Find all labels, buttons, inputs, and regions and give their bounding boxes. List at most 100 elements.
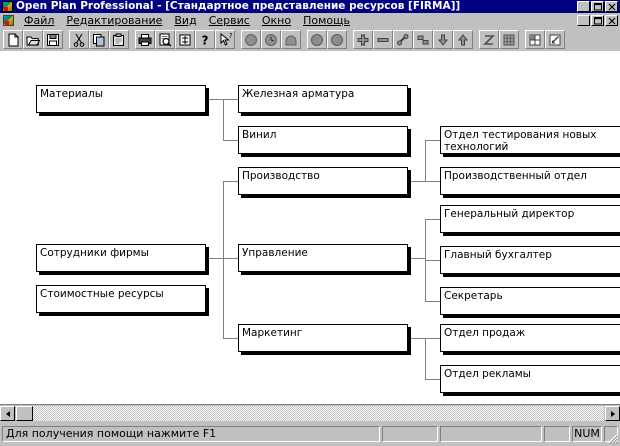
scrollbar-thumb[interactable] [16, 406, 33, 421]
restore-icon [593, 2, 602, 10]
diagram-canvas[interactable]: Материалы Железная арматура Винил Произв… [0, 52, 620, 404]
edge-to-otdel-test [425, 140, 440, 141]
edge-materialy-trunk [223, 99, 224, 140]
mdi-close-button[interactable] [605, 15, 618, 26]
node-gen-director[interactable]: Генеральный директор [440, 205, 620, 233]
add-button[interactable] [353, 30, 373, 49]
edge-to-gl-buhgalter [425, 260, 440, 261]
node-materialy[interactable]: Материалы [36, 85, 206, 113]
status-panel-4 [544, 426, 570, 442]
move-up-button[interactable] [453, 30, 473, 49]
window-resize-button[interactable] [545, 30, 565, 49]
step-icon [417, 35, 429, 44]
node-label: Производственный отдел [444, 170, 587, 182]
document-icon[interactable] [3, 15, 14, 26]
mdi-restore-icon [593, 16, 602, 24]
edge-sotrudniki-trunk [223, 181, 224, 338]
status-panel-3 [440, 426, 542, 442]
move-down-button[interactable] [433, 30, 453, 49]
circle-resource-icon [245, 33, 257, 46]
menu-bar: Файл Редактирование Вид Сервис Окно Помо… [0, 13, 620, 28]
close-button[interactable] [605, 1, 618, 12]
node-upravlenie[interactable]: Управление [238, 244, 408, 272]
edge-proizvodstvo-stub [408, 181, 426, 182]
print-button[interactable] [135, 30, 155, 49]
node-label: Отдел рекламы [444, 368, 531, 380]
resource-filled-button[interactable] [307, 30, 327, 49]
menu-item-service[interactable]: Сервис [203, 13, 256, 28]
help-arrow-icon: ? [220, 32, 232, 46]
scrollbar-track[interactable] [16, 406, 604, 421]
window-split-button[interactable] [525, 30, 545, 49]
help-question-button[interactable]: ? [195, 30, 215, 49]
node-otdel-test[interactable]: Отдел тестирования новых технологий [440, 126, 620, 154]
scroll-right-button[interactable] [605, 406, 620, 421]
edge-upravlenie-stub [408, 258, 426, 259]
node-label: Отдел тестирования новых технологий [444, 129, 597, 153]
node-vinil[interactable]: Винил [238, 126, 408, 154]
cut-button[interactable] [69, 30, 89, 49]
menu-item-file-label: Файл [24, 14, 55, 27]
node-otdel-prodazh[interactable]: Отдел продаж [440, 324, 620, 352]
menu-item-help-label: Помощь [303, 14, 350, 27]
node-sotrudniki[interactable]: Сотрудники фирмы [36, 244, 206, 272]
help-arrow-button[interactable]: ? [215, 30, 235, 49]
menu-item-help[interactable]: Помощь [297, 13, 356, 28]
copy-icon [93, 33, 105, 46]
window-title: Open Plan Professional - [Стандартное пр… [16, 0, 461, 12]
edge-to-marketing [223, 338, 238, 339]
copy-button[interactable] [89, 30, 109, 49]
mdi-restore-button[interactable] [591, 15, 604, 26]
menu-item-edit[interactable]: Редактирование [60, 13, 168, 28]
new-file-button[interactable] [3, 30, 23, 49]
resource-clock-button[interactable] [261, 30, 281, 49]
scroll-right-icon [610, 410, 615, 417]
resource-shape-button[interactable] [281, 30, 301, 49]
minimize-button[interactable]: _ [577, 1, 590, 12]
node-label: Управление [242, 247, 308, 259]
resize-grip-icon[interactable] [605, 431, 619, 445]
resource-filled2-button[interactable] [327, 30, 347, 49]
horizontal-scrollbar[interactable] [0, 404, 620, 421]
toolbar: ? ? [0, 28, 620, 52]
scroll-left-button[interactable] [0, 406, 15, 421]
node-marketing[interactable]: Маркетинг [238, 324, 408, 352]
node-proizvodstvo[interactable]: Производство [238, 167, 408, 195]
sort-button[interactable] [175, 30, 195, 49]
circle-filled-icon [311, 33, 323, 46]
arrow-up-icon [457, 33, 469, 45]
menu-item-file[interactable]: Файл [18, 13, 60, 28]
node-label: Железная арматура [242, 88, 355, 100]
node-stoimostnye[interactable]: Стоимостные ресурсы [36, 285, 206, 313]
edge-to-proizvodstvo [223, 181, 238, 182]
restore-button[interactable] [591, 1, 604, 12]
paste-button[interactable] [109, 30, 129, 49]
edge-to-proizv-otdel [425, 181, 440, 182]
save-button[interactable] [43, 30, 63, 49]
menu-item-service-label: Сервис [208, 14, 250, 27]
mdi-minimize-button[interactable]: _ [577, 15, 590, 26]
menu-item-view[interactable]: Вид [168, 13, 202, 28]
grid-button[interactable] [499, 30, 519, 49]
zigzag-icon [483, 34, 495, 45]
node-otdel-reklamy[interactable]: Отдел рекламы [440, 365, 620, 393]
node-proizv-otdel[interactable]: Производственный отдел [440, 167, 620, 195]
print-icon [138, 33, 152, 46]
svg-text:?: ? [229, 33, 232, 40]
node-gl-buhgalter[interactable]: Главный бухгалтер [440, 246, 620, 274]
open-folder-button[interactable] [23, 30, 43, 49]
step-button[interactable] [413, 30, 433, 49]
resource-circle-button[interactable] [241, 30, 261, 49]
print-preview-button[interactable] [155, 30, 175, 49]
edge-to-otdel-prodazh [425, 338, 440, 339]
node-zhel-armatura[interactable]: Железная арматура [238, 85, 408, 113]
menu-item-window[interactable]: Окно [256, 13, 297, 28]
link-button[interactable] [393, 30, 413, 49]
remove-button[interactable] [373, 30, 393, 49]
mdi-minimize-icon: _ [581, 19, 586, 26]
menu-item-window-label: Окно [261, 14, 292, 27]
plus-icon [357, 34, 369, 45]
zigzag-button[interactable] [479, 30, 499, 49]
node-sekretar[interactable]: Секретарь [440, 287, 620, 315]
